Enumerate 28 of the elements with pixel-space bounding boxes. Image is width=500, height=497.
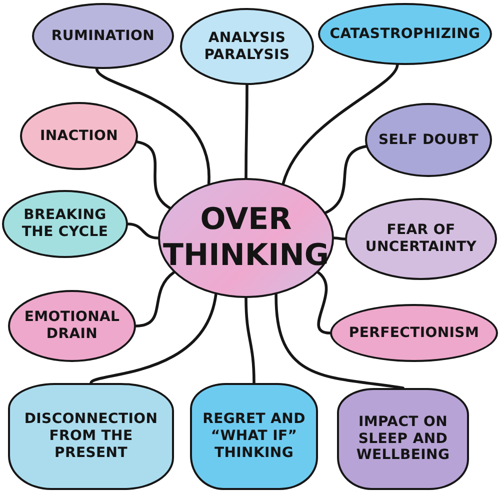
topic-text: CATASTROPHIZING [330, 26, 480, 42]
connector-line [332, 236, 346, 240]
topic-bubble [190, 383, 318, 490]
connector-line [244, 84, 248, 180]
connector-line [274, 293, 404, 390]
topic-text: BREAKING THE CYCLE [20, 207, 110, 241]
topic-bubble [337, 388, 469, 490]
topic-text: DISCONNECTION FROM THE PRESENT [23, 411, 159, 462]
central-topic-text: OVER THINKING [163, 202, 329, 274]
topic-text: SELF DOUBT [378, 132, 479, 148]
connector-line [324, 145, 368, 214]
connector-line [282, 64, 399, 185]
connector-line [95, 68, 210, 185]
topic-text: RUMINATION [51, 28, 155, 44]
topic-text: INACTION [40, 128, 118, 144]
topic-text: EMOTIONAL DRAIN [23, 309, 121, 343]
connector-line [90, 293, 218, 384]
connector-line [316, 271, 332, 334]
topic-text: REGRET AND “WHAT IF” THINKING [202, 411, 306, 462]
connector-line [134, 271, 176, 328]
topic-text: ANALYSIS PARALYSIS [203, 30, 291, 64]
topic-text: PERFECTIONISM [348, 324, 480, 342]
connector-line [136, 140, 172, 210]
topic-bubble [8, 383, 174, 490]
topic-text: FEAR OF UNCERTAINTY [364, 222, 478, 256]
topic-text: IMPACT ON SLEEP AND WELLBEING [355, 414, 451, 464]
connector-line [126, 222, 160, 240]
connector-line [244, 296, 256, 384]
